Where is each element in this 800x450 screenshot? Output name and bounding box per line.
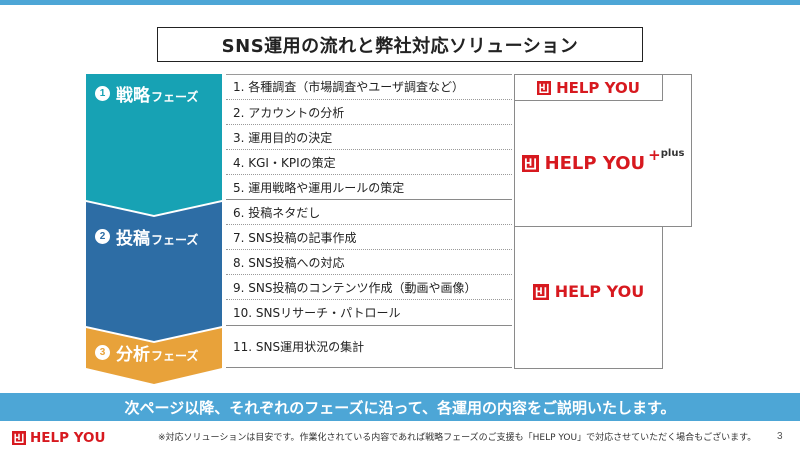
- plus-sign: +: [648, 146, 661, 164]
- phase-name: 分析: [116, 344, 150, 365]
- task-row: 6. 投稿ネタだし: [226, 200, 512, 225]
- top-accent-bar: [0, 0, 800, 5]
- task-row: 9. SNS投稿のコンテンツ作成（動画や画像）: [226, 275, 512, 300]
- task-label: 7. SNS投稿の記事作成: [233, 230, 357, 245]
- phase-name-group: 投稿 フェーズ: [116, 224, 198, 249]
- plus-label: plus: [660, 148, 685, 159]
- footer-help-you-logo: HELP YOU: [12, 430, 105, 446]
- task-label: 10. SNSリサーチ・パトロール: [233, 306, 401, 320]
- phase-label-posting: 2 投稿 フェーズ: [95, 224, 198, 249]
- help-you-logo-icon: [521, 155, 539, 172]
- help-you-plus-logo: HELP YOU + plus: [521, 146, 684, 174]
- task-row: 11. SNS運用状況の集計: [226, 326, 512, 368]
- task-row: 7. SNS投稿の記事作成: [226, 225, 512, 250]
- solution-box-help-you-research: HELP YOU: [514, 74, 663, 101]
- task-label: 6. 投稿ネタだし: [233, 205, 321, 220]
- phase-number-badge: 3: [95, 344, 110, 360]
- summary-banner: 次ページ以降、それぞれのフェーズに沿って、各運用の内容をご説明いたします。: [0, 393, 800, 421]
- task-row: 8. SNS投稿への対応: [226, 250, 512, 275]
- phase-name-suffix: フェーズ: [151, 348, 199, 363]
- help-you-logo-icon: [12, 431, 26, 445]
- banner-text: 次ページ以降、それぞれのフェーズに沿って、各運用の内容をご説明いたします。: [124, 398, 676, 417]
- task-list-top-rule: [226, 74, 512, 75]
- help-you-logo-icon: [537, 80, 552, 95]
- phase-name-group: 戦略 フェーズ: [116, 81, 198, 106]
- help-you-logo-icon: [532, 283, 549, 300]
- page-number: 3: [777, 431, 783, 442]
- solution-area-help-you-plus: HELP YOU + plus: [514, 101, 692, 226]
- brand-wordmark: HELP YOU: [544, 153, 646, 174]
- task-label: 1. 各種調査（市場調査やユーザ調査など）: [233, 80, 465, 94]
- task-label: 4. KGI・KPIの策定: [233, 155, 336, 170]
- footnote: ※対応ソリューションは目安です。作業化されている内容であれば戦略フェーズのご支援…: [158, 433, 757, 443]
- task-label: 9. SNS投稿のコンテンツ作成（動画や画像）: [233, 280, 477, 295]
- phase-name: 戦略: [116, 85, 150, 106]
- slide-title-box: SNS運用の流れと弊社対応ソリューション: [157, 27, 643, 62]
- phase-number-badge: 2: [95, 228, 110, 244]
- task-row: 5. 運用戦略や運用ルールの策定: [226, 175, 512, 200]
- task-row: 2. アカウントの分析: [226, 100, 512, 125]
- brand-wordmark: HELP YOU: [556, 78, 640, 97]
- phase-number-badge: 1: [95, 85, 110, 101]
- task-label: 5. 運用戦略や運用ルールの策定: [233, 180, 405, 195]
- slide-title: SNS運用の流れと弊社対応ソリューション: [221, 35, 579, 57]
- help-you-logo: HELP YOU: [537, 79, 640, 97]
- help-you-logo: HELP YOU: [532, 282, 645, 301]
- phase-name-suffix: フェーズ: [151, 89, 199, 104]
- phase-name-suffix: フェーズ: [151, 232, 199, 247]
- task-label: 2. アカウントの分析: [233, 105, 345, 120]
- brand-wordmark: HELP YOU: [30, 430, 106, 446]
- phase-label-analysis: 3 分析 フェーズ: [95, 340, 198, 365]
- phase-name: 投稿: [116, 228, 150, 249]
- task-row: 3. 運用目的の決定: [226, 125, 512, 150]
- phase-name-group: 分析 フェーズ: [116, 340, 198, 365]
- brand-wordmark: HELP YOU: [554, 282, 645, 301]
- task-row: 1. 各種調査（市場調査やユーザ調査など）: [226, 74, 512, 100]
- task-label: 11. SNS運用状況の集計: [233, 340, 365, 354]
- solution-box-help-you-operations: HELP YOU: [514, 226, 663, 369]
- task-row: 10. SNSリサーチ・パトロール: [226, 300, 512, 326]
- task-label: 8. SNS投稿への対応: [233, 255, 345, 270]
- task-label: 3. 運用目的の決定: [233, 130, 333, 145]
- phase-label-strategy: 1 戦略 フェーズ: [95, 81, 198, 106]
- task-row: 4. KGI・KPIの策定: [226, 150, 512, 175]
